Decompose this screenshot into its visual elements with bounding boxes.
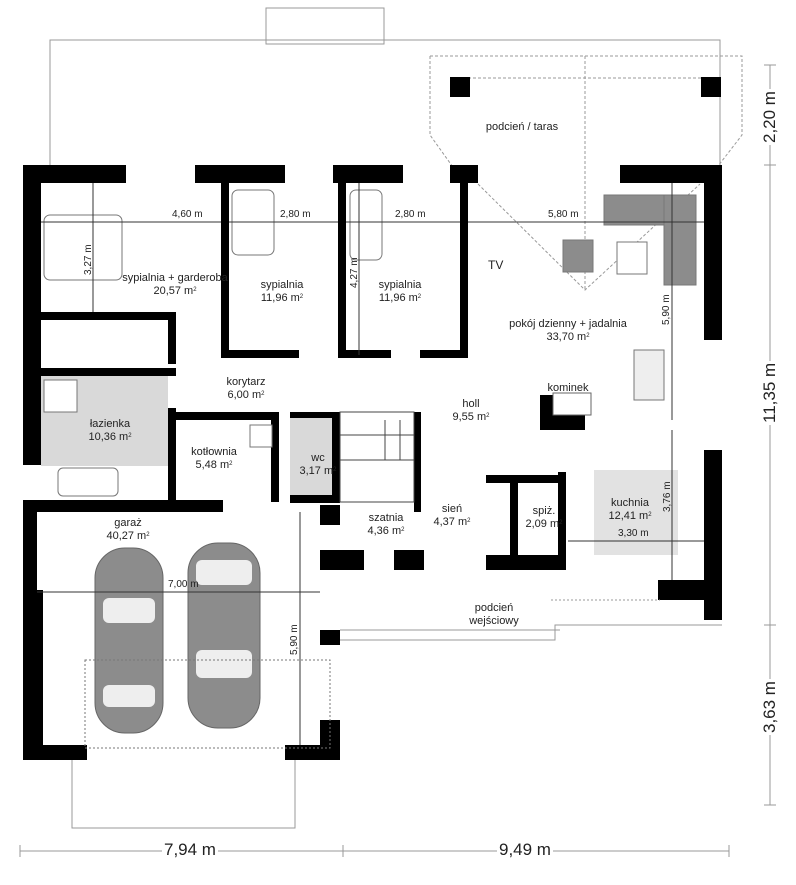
garage-door-outline xyxy=(84,659,331,749)
room-name: sypialnia + garderoba xyxy=(122,272,228,284)
room-label-entrance-porch: podcień wejściowy xyxy=(469,589,519,641)
room-name: wc xyxy=(311,452,325,464)
dim-bedroom3-width: 2,80 m xyxy=(395,209,426,220)
room-name: kotłownia xyxy=(191,446,237,458)
dim-master-depth: 3,27 m xyxy=(83,244,94,275)
room-area: 3,17 m2 xyxy=(299,465,337,477)
ext-dim-right-top: 2,20 m xyxy=(760,89,780,145)
room-label-boiler-room: kotłownia 5,48 m2 xyxy=(191,446,237,472)
room-area: 11,96 m2 xyxy=(378,292,422,304)
dim-kitchen-width: 3,30 m xyxy=(618,528,649,539)
room-name: holl xyxy=(462,398,480,410)
ext-dim-bottom-left: 7,94 m xyxy=(162,840,218,860)
room-name: kuchnia xyxy=(611,497,649,509)
room-name: garaż xyxy=(114,517,142,529)
sofa xyxy=(663,194,697,286)
double-bed xyxy=(43,214,123,281)
room-label-wc: wc 3,17 m2 xyxy=(300,452,337,478)
room-label-corridor: korytarz 6,00 m2 xyxy=(226,376,265,402)
room-label-bathroom: łazienka 10,36 m2 xyxy=(88,418,131,444)
ext-dim-bottom-right: 9,49 m xyxy=(497,840,553,860)
room-label-pantry: spiż. 2,09 m2 xyxy=(526,505,563,531)
fireplace-insert xyxy=(552,392,592,416)
wc-floor xyxy=(290,418,332,495)
room-label-bedroom-3: sypialnia 11,96 m2 xyxy=(379,279,422,305)
dim-garage-width: 7,00 m xyxy=(168,579,199,590)
room-label-bedroom-master: sypialnia + garderoba 20,57 m2 xyxy=(122,272,228,298)
room-label-garage: garaż 40,27 m2 xyxy=(106,517,149,543)
tv-label: TV xyxy=(488,258,504,272)
stairs xyxy=(339,411,415,503)
room-label-terrace: podcień / taras xyxy=(486,121,558,134)
shower xyxy=(43,379,78,413)
room-area: 20,57 m2 xyxy=(153,285,197,297)
coffee-table xyxy=(616,241,648,275)
room-label-bedroom-2: sypialnia 11,96 m2 xyxy=(261,279,304,305)
dim-master-width: 4,60 m xyxy=(172,209,203,220)
room-name: pokój dzienny + jadalnia xyxy=(509,318,627,330)
room-name: podcień wejściowy xyxy=(469,602,519,627)
room-area: 2,09 m2 xyxy=(525,518,563,530)
terrace-column xyxy=(450,77,470,97)
ext-dim-right-middle: 11,35 m xyxy=(760,360,780,425)
room-name: korytarz xyxy=(226,376,266,388)
dim-living-width: 5,80 m xyxy=(548,209,579,220)
room-area: 33,70 m2 xyxy=(546,331,590,343)
terrace-column xyxy=(701,77,721,97)
fireplace-label: kominek xyxy=(547,382,589,394)
room-label-hall: holl 9,55 m2 xyxy=(453,398,490,424)
room-area: 10,36 m2 xyxy=(88,431,132,443)
room-label-vestibule: sień 4,37 m2 xyxy=(434,503,471,529)
dim-bedroom2-width: 2,80 m xyxy=(280,209,311,220)
walls xyxy=(23,165,722,760)
armchair xyxy=(562,239,594,273)
room-name: sypialnia xyxy=(378,279,422,291)
room-label-kitchen: kuchnia 12,41 m2 xyxy=(608,497,651,523)
room-area: 12,41 m2 xyxy=(608,510,652,522)
room-name: spiż. xyxy=(532,505,556,517)
single-bed xyxy=(349,189,383,261)
room-name: podcień / taras xyxy=(485,121,559,133)
boiler xyxy=(249,424,273,448)
terrace-outline xyxy=(49,7,721,170)
dining-table xyxy=(633,349,665,401)
dim-living-depth: 5,90 m xyxy=(661,294,672,325)
dim-bedroom-depth: 4,27 m xyxy=(349,257,360,288)
furniture xyxy=(43,189,697,497)
dim-garage-depth: 5,90 m xyxy=(289,624,300,655)
room-area: 4,37 m2 xyxy=(433,516,471,528)
room-area: 6,00 m2 xyxy=(227,389,265,401)
room-name: szatnia xyxy=(368,512,404,524)
room-label-living-dining: pokój dzienny + jadalnia 33,70 m2 xyxy=(509,318,627,344)
room-area: 11,96 m2 xyxy=(260,292,304,304)
room-label-wardrobe: szatnia 4,36 m2 xyxy=(368,512,405,538)
room-area: 5,48 m2 xyxy=(195,459,233,471)
dimension-lines xyxy=(37,183,704,745)
ext-dim-right-bottom: 3,63 m xyxy=(760,679,780,735)
room-name: sypialnia xyxy=(260,279,304,291)
room-name: sień xyxy=(441,503,463,515)
room-area: 9,55 m2 xyxy=(452,411,490,423)
room-name: łazienka xyxy=(89,418,131,430)
bathtub xyxy=(57,467,119,497)
room-area: 4,36 m2 xyxy=(367,525,405,537)
room-area: 40,27 m2 xyxy=(106,530,150,542)
dim-kitchen-depth: 3,76 m xyxy=(662,481,673,512)
